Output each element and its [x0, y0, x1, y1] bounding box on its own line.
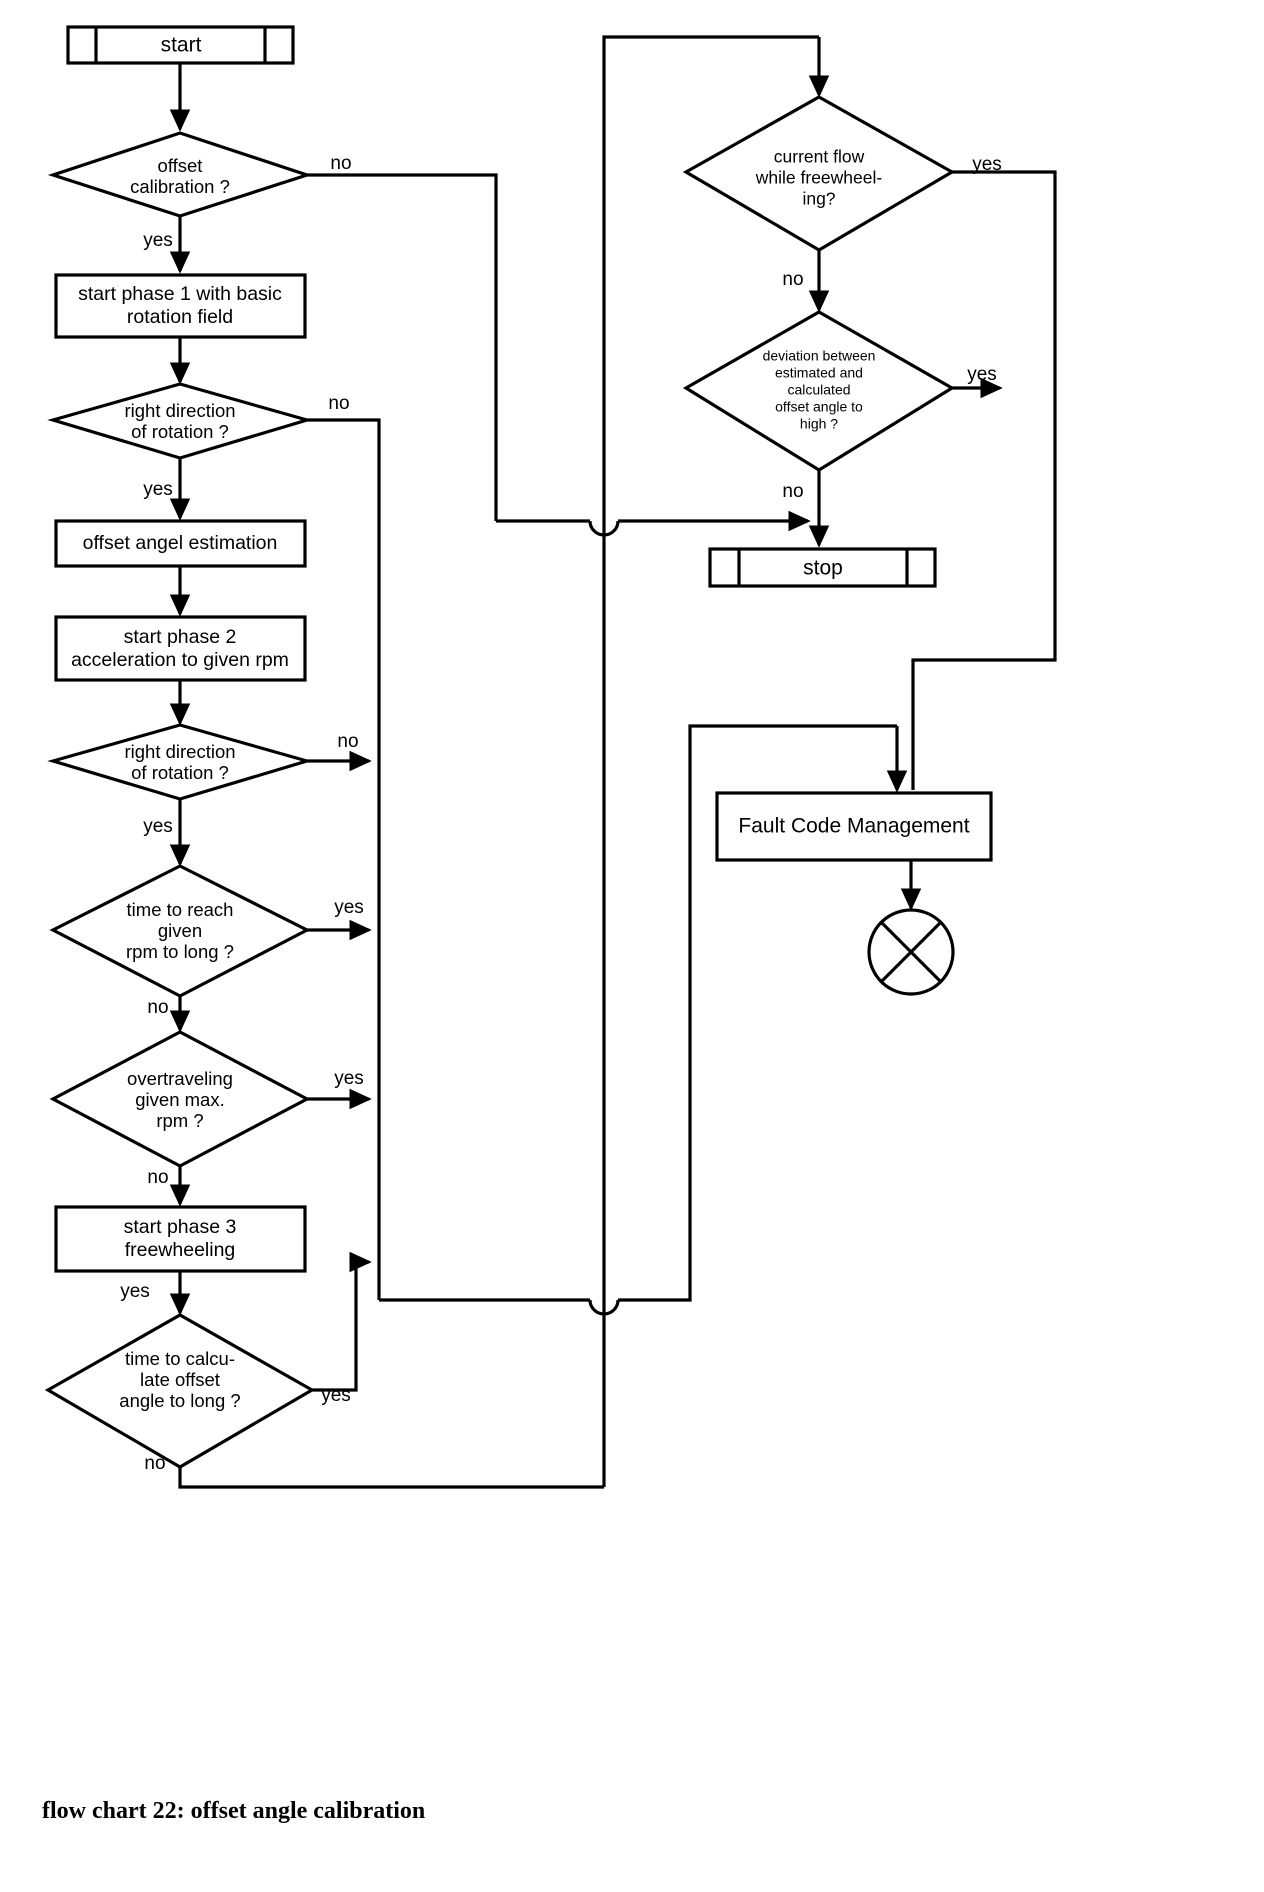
node-start-phase-2-label-1: start phase 2 — [124, 626, 237, 648]
node-offset-angel-estimation-label: offset angel estimation — [83, 532, 278, 554]
node-right-direction-2-label-2: of rotation ? — [131, 762, 229, 783]
edge-label-right-direction-1-no: no — [328, 393, 349, 414]
edge-label-time-to-reach-rpm-yes: yes — [334, 897, 364, 918]
node-fault-code-management[interactable]: Fault Code Management — [715, 791, 993, 862]
node-overtraveling-label-1: overtraveling — [127, 1068, 233, 1089]
edge-right-direction-1-no — [307, 418, 381, 1300]
node-offset-angel-estimation[interactable]: offset angel estimation — [54, 519, 307, 568]
node-overtraveling-label-2: given max. — [135, 1089, 224, 1110]
node-time-to-calculate-label-3: angle to long ? — [119, 1390, 240, 1411]
edge-offset-calibration-no — [307, 173, 811, 537]
edge-time-to-calculate-no — [178, 1467, 604, 1489]
node-start-phase-1-label-1: start phase 1 with basic — [78, 283, 282, 305]
node-fault-code-management-label: Fault Code Management — [738, 815, 969, 838]
edge-loop-to-current-flow — [602, 35, 830, 1487]
node-start-phase-1[interactable]: start phase 1 with basic rotation field — [54, 273, 307, 339]
node-time-to-calculate-label-1: time to calcu- — [125, 1348, 235, 1369]
node-stop[interactable]: stop — [708, 547, 937, 588]
node-end-connector[interactable] — [867, 908, 955, 996]
node-start[interactable]: start — [66, 25, 295, 65]
node-deviation-label-3: calculated — [787, 382, 850, 398]
edge-label-time-to-reach-rpm-no: no — [147, 997, 168, 1018]
node-deviation[interactable]: deviation between estimated and calculat… — [682, 310, 956, 472]
node-time-to-reach-rpm-label-1: time to reach — [127, 899, 234, 920]
edge-label-right-direction-2-yes: yes — [143, 816, 173, 837]
node-right-direction-1-label-1: right direction — [124, 400, 235, 421]
node-stop-label: stop — [803, 557, 843, 580]
edge-label-start-phase-3-yes: yes — [120, 1281, 150, 1302]
node-time-to-reach-rpm-label-2: given — [158, 920, 202, 941]
node-start-phase-2-label-2: acceleration to given rpm — [71, 649, 289, 671]
edge-label-offset-calibration-yes: yes — [143, 230, 173, 251]
node-offset-calibration-label-2: calibration ? — [130, 176, 230, 197]
node-time-to-reach-rpm-label-3: rpm to long ? — [126, 941, 234, 962]
node-overtraveling[interactable]: overtraveling given max. rpm ? — [49, 1030, 311, 1168]
node-current-flow-label-2: while freewheel- — [755, 168, 883, 188]
edge-label-right-direction-2-no: no — [337, 731, 358, 752]
node-offset-calibration[interactable]: offset calibration ? — [47, 131, 313, 218]
node-current-flow[interactable]: current flow while freewheel- ing? — [682, 95, 956, 252]
edge-no-bus-to-fault-code — [379, 724, 908, 1316]
node-start-phase-3-label-2: freewheeling — [125, 1239, 236, 1261]
edge-label-time-to-calculate-no: no — [144, 1453, 165, 1474]
node-time-to-reach-rpm[interactable]: time to reach given rpm to long ? — [49, 864, 311, 998]
node-deviation-label-1: deviation between — [763, 348, 876, 364]
edge-label-offset-calibration-no: no — [330, 153, 351, 174]
edge-label-time-to-calculate-yes: yes — [321, 1385, 351, 1406]
edge-label-overtraveling-yes: yes — [334, 1068, 364, 1089]
edge-label-overtraveling-no: no — [147, 1167, 168, 1188]
node-start-label: start — [161, 34, 202, 57]
node-right-direction-2-label-1: right direction — [124, 741, 235, 762]
node-right-direction-1-label-2: of rotation ? — [131, 421, 229, 442]
node-start-phase-3[interactable]: start phase 3 freewheeling — [54, 1205, 307, 1273]
diagram-caption: flow chart 22: offset angle calibration — [42, 1798, 426, 1824]
node-start-phase-3-label-1: start phase 3 — [124, 1216, 237, 1238]
node-start-phase-2[interactable]: start phase 2 acceleration to given rpm — [54, 615, 307, 682]
edge-label-right-direction-1-yes: yes — [143, 479, 173, 500]
node-time-to-calculate-label-2: late offset — [140, 1369, 220, 1390]
node-current-flow-label-1: current flow — [774, 147, 865, 167]
edge-label-current-flow-no: no — [782, 269, 803, 290]
node-time-to-calculate[interactable]: time to calcu- late offset angle to long… — [44, 1313, 316, 1469]
node-start-phase-1-label-2: rotation field — [127, 306, 233, 328]
node-right-direction-2[interactable]: right direction of rotation ? — [47, 723, 313, 801]
edge-time-to-calculate-yes — [312, 1251, 372, 1392]
edge-label-current-flow-yes: yes — [972, 154, 1002, 175]
edge-current-flow-yes — [911, 170, 1057, 790]
edge-label-deviation-no: no — [782, 481, 803, 502]
node-offset-calibration-label-1: offset — [158, 155, 203, 176]
node-deviation-label-5: high ? — [800, 416, 838, 432]
edge-label-deviation-yes: yes — [967, 364, 997, 385]
node-current-flow-label-3: ing? — [802, 189, 835, 209]
node-right-direction-1[interactable]: right direction of rotation ? — [47, 382, 313, 460]
node-deviation-label-4: offset angle to — [775, 399, 863, 415]
node-overtraveling-label-3: rpm ? — [156, 1110, 203, 1131]
node-deviation-label-2: estimated and — [775, 365, 863, 381]
